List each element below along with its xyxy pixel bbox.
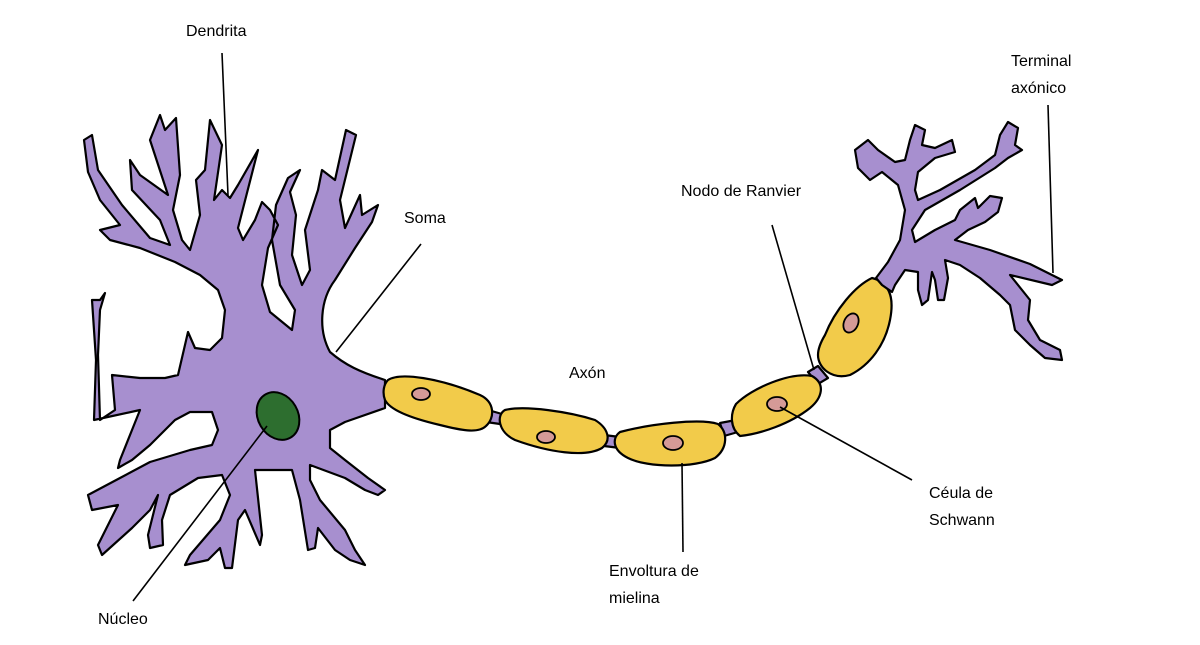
leader-soma <box>335 243 422 353</box>
label-envoltura-mielina: Envoltura de mielina <box>609 558 699 612</box>
axon-terminal <box>853 120 1064 362</box>
schwann-cell-2 <box>498 407 609 455</box>
leader-terminal-axonico <box>1047 104 1054 274</box>
label-mielina-line-1: Envoltura de <box>609 563 699 580</box>
label-nodo-ranvier: Nodo de Ranvier <box>681 183 802 200</box>
leader-dendrita <box>221 52 229 196</box>
leader-envoltura-mielina <box>681 462 684 553</box>
schwann-nucleus <box>662 435 684 451</box>
label-mielina-line-2: mielina <box>609 590 660 607</box>
leader-celula-schwann <box>779 406 913 481</box>
leader-nodo-ranvier <box>771 224 815 371</box>
label-terminal-line-1: Terminal <box>1011 53 1072 70</box>
nucleus <box>255 391 301 441</box>
leader-nucleo <box>132 425 268 602</box>
label-schwann-line-2: Schwann <box>929 512 995 529</box>
label-axon: Axón <box>569 365 606 382</box>
label-schwann-line-1: Céula de <box>929 485 994 502</box>
label-terminal-axonico: Terminal axónico <box>1011 48 1071 102</box>
schwann-cell-1 <box>382 375 494 432</box>
schwann-nucleus <box>411 387 431 401</box>
label-nucleo: Núcleo <box>98 611 148 628</box>
soma-body <box>82 113 387 570</box>
soma-and-dendrites <box>82 113 387 570</box>
label-dendrita: Dendrita <box>186 23 247 40</box>
schwann-nucleus <box>536 430 556 444</box>
label-soma: Soma <box>404 210 446 227</box>
schwann-nucleus <box>842 312 860 334</box>
label-terminal-line-2: axónico <box>1011 80 1067 97</box>
label-celula-schwann: Céula de Schwann <box>929 480 995 534</box>
myelin-sheaths <box>382 276 893 467</box>
leader-lines <box>132 52 1054 602</box>
